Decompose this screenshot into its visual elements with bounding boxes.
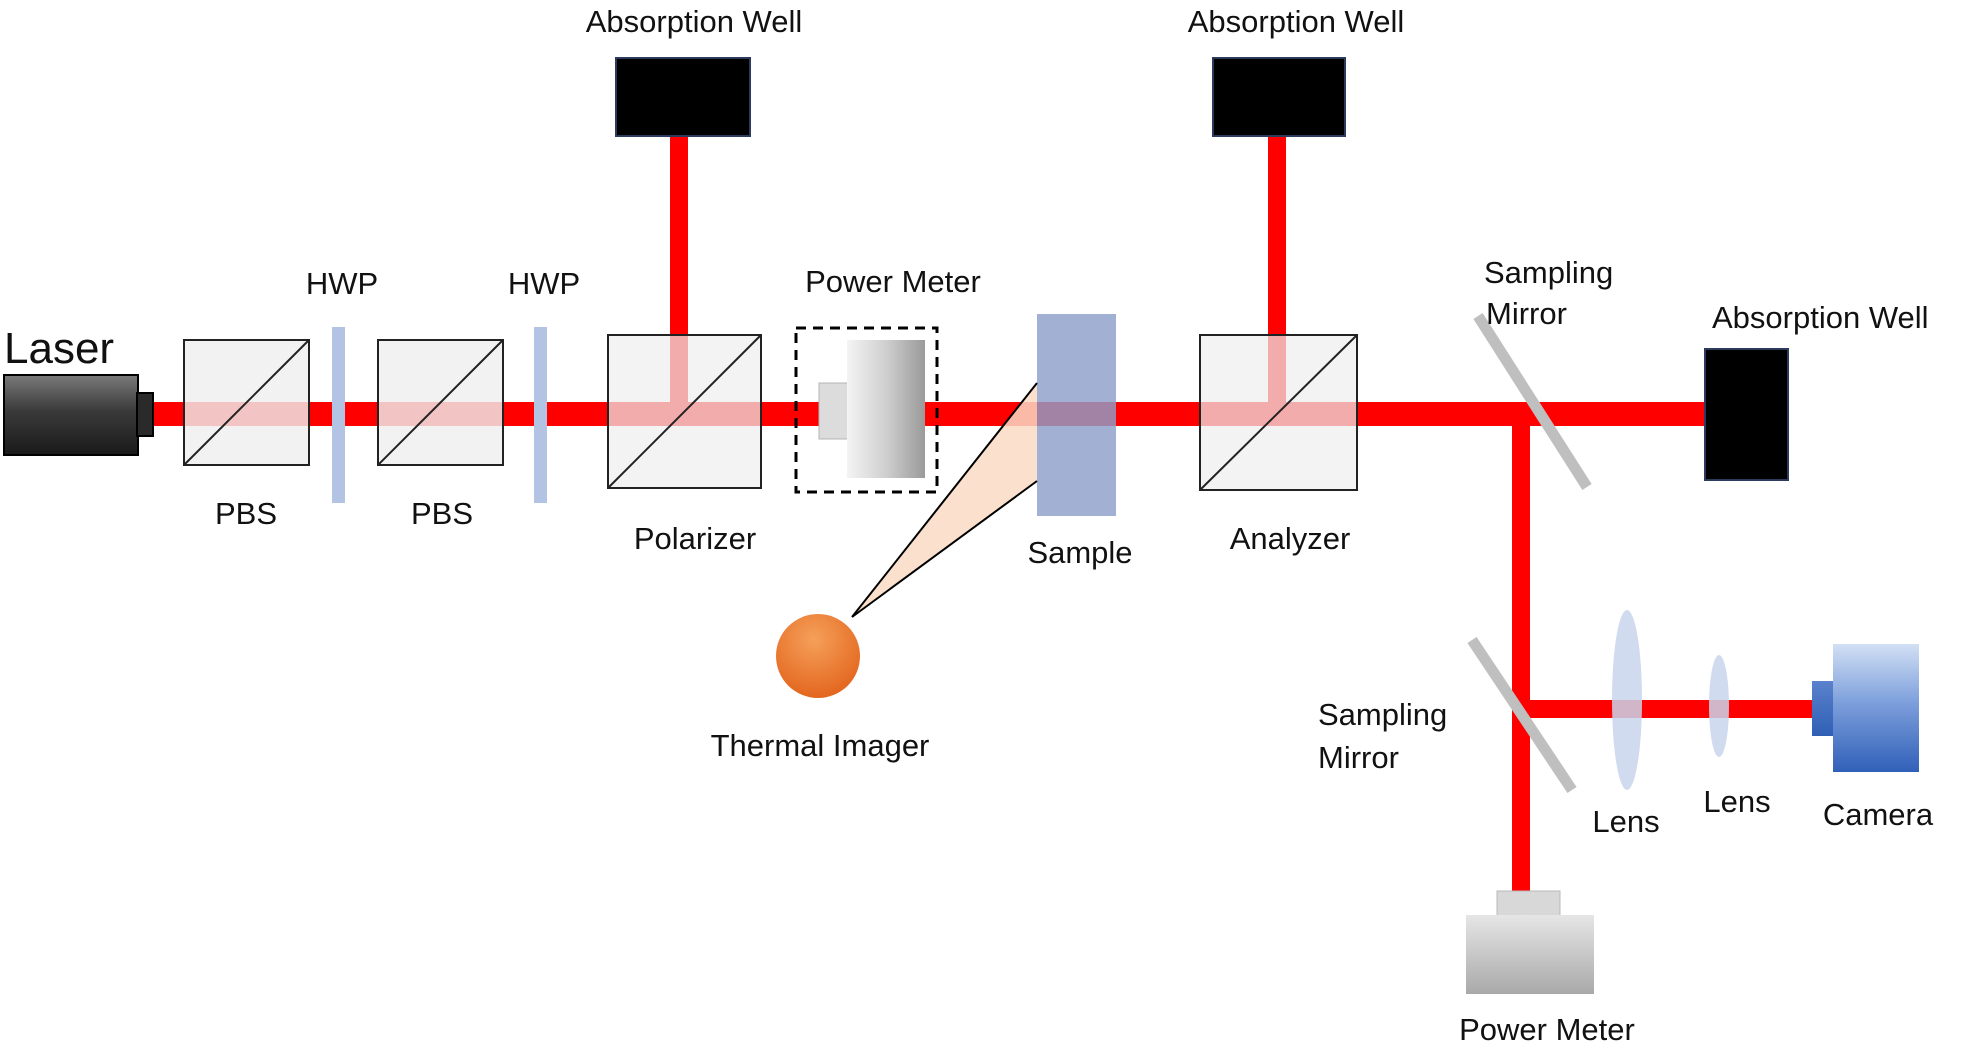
camera: [1812, 644, 1919, 772]
half-wave-plate-2: [534, 327, 547, 503]
pbs-2-label: PBS: [411, 496, 473, 531]
analyzer-label: Analyzer: [1230, 521, 1351, 556]
sampling-mirror-2-label-line1: Sampling: [1318, 697, 1447, 732]
beam-down-from-mirror-1: [1512, 414, 1530, 894]
lens-1-label: Lens: [1592, 804, 1659, 839]
absorption-well-1-label: Absorption Well: [586, 4, 803, 39]
lens-2: [1709, 655, 1729, 757]
sample-plate: [1037, 314, 1116, 516]
lens-1: [1612, 610, 1642, 790]
absorption-well-2: [1212, 57, 1346, 137]
sampling-mirror-2: [1467, 636, 1577, 794]
beam-to-camera: [1520, 700, 1815, 718]
pbs-cube-1: [183, 339, 310, 466]
hwp-1-label: HWP: [306, 266, 378, 301]
absorption-well-2-label: Absorption Well: [1188, 4, 1405, 39]
sampling-mirror-1: [1473, 313, 1592, 490]
power-meter-bottom: [1466, 890, 1594, 994]
polarizer-cube: [607, 334, 762, 489]
sampling-mirror-1-label-line2: Mirror: [1486, 296, 1567, 331]
hwp-2-label: HWP: [508, 266, 580, 301]
thermal-imager-label: Thermal Imager: [711, 728, 930, 763]
sampling-mirror-1-label-line1: Sampling: [1484, 255, 1613, 290]
thermal-imager: [776, 614, 860, 698]
power-meter-top: [818, 340, 925, 478]
lens-2-label: Lens: [1703, 784, 1770, 819]
power-meter-bottom-label: Power Meter: [1459, 1012, 1635, 1047]
half-wave-plate-1: [332, 327, 345, 503]
absorption-well-3: [1704, 348, 1789, 481]
power-meter-dashed-box: [794, 326, 939, 494]
absorption-well-1: [615, 57, 751, 137]
laser: [3, 374, 154, 456]
sampling-mirror-2-label-line2: Mirror: [1318, 740, 1399, 775]
sample-label: Sample: [1027, 535, 1132, 570]
camera-label: Camera: [1823, 797, 1934, 832]
analyzer-cube: [1199, 334, 1358, 491]
power-meter-top-label: Power Meter: [805, 264, 981, 299]
polarizer-label: Polarizer: [634, 521, 756, 556]
pbs-1-label: PBS: [215, 496, 277, 531]
laser-label: Laser: [4, 324, 114, 373]
pbs-cube-2: [377, 339, 504, 466]
absorption-well-3-label: Absorption Well: [1712, 300, 1929, 335]
